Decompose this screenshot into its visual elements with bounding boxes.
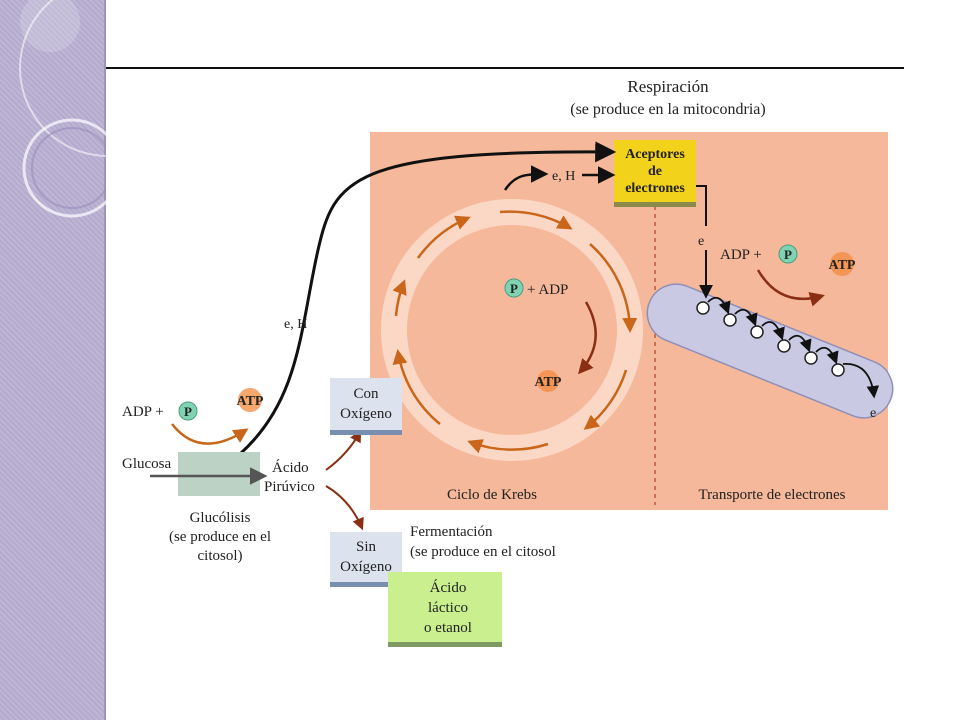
glycolysis-phosphate-label: P bbox=[184, 404, 192, 419]
carrier-1 bbox=[696, 301, 710, 315]
krebs-electron-label: e, H bbox=[552, 169, 575, 184]
carrier-2 bbox=[723, 313, 737, 327]
glycolysis-electron-arrow bbox=[238, 141, 617, 456]
transport-phosphate-label: P bbox=[784, 247, 792, 262]
pyruvic-acid-line2: Pirúvico bbox=[264, 479, 315, 495]
fermentation-products-box bbox=[388, 572, 502, 642]
sidebar-decoration bbox=[19, 0, 106, 218]
anaerobic-branch-arrow bbox=[325, 485, 364, 531]
acceptors-to-chain-line bbox=[696, 185, 707, 226]
electron-acceptors-box bbox=[614, 140, 696, 202]
without-oxygen-line2: Oxígeno bbox=[340, 559, 392, 575]
glycolysis-atp-arrow bbox=[171, 423, 249, 445]
krebs-atp-burst bbox=[537, 370, 559, 392]
krebs-arrow-2 bbox=[499, 210, 573, 230]
krebs-arrow-6 bbox=[392, 349, 441, 425]
glycolysis-caption-line1: Glucólisis bbox=[190, 510, 251, 526]
transport-atp-label: ATP bbox=[829, 258, 856, 273]
glycolysis-adp-text: ADP + bbox=[122, 404, 164, 420]
glycolysis-atp-burst bbox=[238, 388, 262, 412]
krebs-atp-arrow bbox=[578, 301, 597, 375]
with-oxygen-box bbox=[330, 378, 402, 430]
carrier-3 bbox=[750, 325, 764, 339]
electron-transport-membrane bbox=[646, 283, 894, 419]
acceptors-line2: de bbox=[648, 164, 662, 179]
with-oxygen-box-shadow bbox=[330, 430, 402, 435]
krebs-arrow-1 bbox=[416, 215, 471, 259]
transport-atp-burst bbox=[830, 252, 854, 276]
electron-hop-arrows bbox=[707, 296, 880, 399]
krebs-atp-label: ATP bbox=[535, 375, 562, 390]
krebs-arrow-7 bbox=[392, 279, 407, 317]
fermentation-products-box-shadow bbox=[388, 642, 502, 647]
aerobic-branch-arrow bbox=[325, 429, 362, 471]
krebs-adp-text: + ADP bbox=[527, 282, 568, 298]
with-oxygen-line2: Oxígeno bbox=[340, 406, 392, 422]
carrier-4 bbox=[777, 339, 791, 353]
electron-acceptors-box-shadow bbox=[614, 202, 696, 207]
glycolysis-electron-label: e, H bbox=[284, 317, 307, 332]
krebs-arrow-5 bbox=[467, 439, 549, 454]
chain-in-electron-label: e bbox=[698, 234, 704, 249]
electron-carriers bbox=[696, 301, 845, 377]
respiration-title: Respiración bbox=[627, 77, 709, 96]
transport-atp-arrow bbox=[756, 269, 825, 307]
krebs-cycle-arrows bbox=[392, 210, 638, 454]
sidebar-edge bbox=[104, 0, 106, 720]
without-oxygen-line1: Sin bbox=[356, 539, 377, 555]
krebs-arrow-3 bbox=[589, 243, 638, 333]
krebs-arrow-4 bbox=[583, 369, 628, 430]
glycolysis-phosphate-icon bbox=[178, 401, 198, 421]
acceptors-line3: electrones bbox=[625, 181, 685, 196]
transport-phosphate-icon bbox=[778, 244, 798, 264]
carrier-6 bbox=[831, 363, 845, 377]
glycolysis-caption-line3: citosol) bbox=[198, 548, 243, 564]
glycolysis-atp-label: ATP bbox=[237, 394, 264, 409]
carrier-5 bbox=[804, 351, 818, 365]
krebs-electron-arrow bbox=[503, 165, 549, 191]
with-oxygen-line1: Con bbox=[353, 386, 379, 402]
slide-sidebar bbox=[0, 0, 106, 720]
slide-top-rule bbox=[106, 67, 904, 69]
products-line3: o etanol bbox=[424, 620, 472, 636]
acceptors-line1: Aceptores bbox=[625, 147, 685, 162]
without-oxygen-box-shadow bbox=[330, 582, 402, 587]
fermentation-title: Fermentación bbox=[410, 524, 493, 540]
glycolysis-highlight bbox=[178, 452, 260, 496]
chain-out-electron-label: e bbox=[870, 406, 876, 421]
fermentation-subtitle: (se produce en el citosol bbox=[410, 544, 556, 560]
krebs-phosphate-label: P bbox=[510, 281, 518, 296]
products-line1: Ácido bbox=[430, 579, 467, 596]
transport-caption: Transporte de electrones bbox=[699, 487, 846, 503]
products-line2: láctico bbox=[428, 600, 468, 616]
pyruvic-acid-line1: Ácido bbox=[272, 459, 309, 476]
glucose-label: Glucosa bbox=[122, 456, 171, 472]
respiration-subtitle: (se produce en la mitocondria) bbox=[570, 101, 765, 118]
krebs-phosphate-icon bbox=[504, 278, 524, 298]
krebs-caption: Ciclo de Krebs bbox=[447, 487, 537, 503]
transport-adp-text: ADP + bbox=[720, 247, 762, 263]
glycolysis-caption-line2: (se produce en el bbox=[169, 529, 271, 545]
